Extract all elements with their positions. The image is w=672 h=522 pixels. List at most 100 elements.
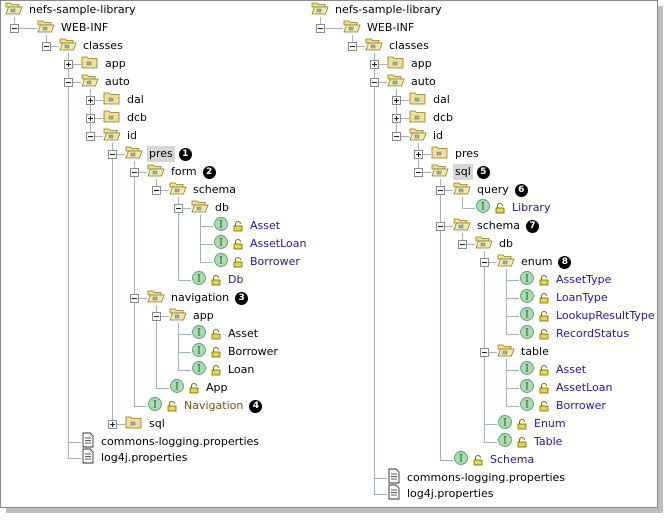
collapse-toggle[interactable]	[108, 150, 117, 159]
closed-folder-icon	[409, 108, 427, 128]
file-icon	[387, 484, 401, 504]
expand-toggle[interactable]	[392, 96, 401, 105]
expand-toggle[interactable]	[86, 114, 95, 123]
tree-node[interactable]: nefs-sample-library	[5, 1, 138, 19]
tree-connector	[178, 208, 191, 209]
expand-toggle[interactable]	[370, 60, 379, 69]
expand-toggle[interactable]	[414, 150, 423, 159]
tree-node[interactable]: app	[387, 55, 434, 73]
collapse-toggle[interactable]	[348, 42, 357, 51]
tree-node[interactable]: app	[81, 55, 128, 73]
collapse-toggle[interactable]	[436, 222, 445, 231]
open-folder-icon	[103, 126, 121, 146]
tree-connector	[506, 316, 519, 317]
lock-icon	[538, 361, 550, 380]
tree-node[interactable]: id	[409, 127, 445, 145]
tree-node[interactable]: commons-logging.properties	[81, 432, 261, 451]
collapse-toggle[interactable]	[42, 42, 51, 51]
tree-node[interactable]: pres	[431, 145, 481, 163]
open-folder-icon	[37, 18, 55, 38]
open-folder-icon	[147, 162, 165, 182]
collapse-toggle[interactable]	[64, 78, 73, 87]
svg-text:I: I	[525, 400, 529, 411]
collapse-toggle[interactable]	[10, 24, 19, 33]
collapse-toggle[interactable]	[436, 186, 445, 195]
svg-text:I: I	[197, 274, 201, 285]
collapse-toggle[interactable]	[174, 204, 183, 213]
svg-text:I: I	[503, 418, 507, 429]
tree-node[interactable]: dal	[409, 91, 452, 109]
tree-node[interactable]: app	[169, 307, 216, 325]
tree-node[interactable]: WEB-INF	[37, 19, 110, 37]
tree-node[interactable]: db	[191, 199, 231, 217]
collapse-toggle[interactable]	[86, 132, 95, 141]
expand-toggle[interactable]	[64, 60, 73, 69]
tree-node[interactable]: dal	[103, 91, 146, 109]
tree-node[interactable]: WEB-INF	[343, 19, 416, 37]
tree-node[interactable]: table	[497, 343, 551, 361]
collapse-toggle[interactable]	[152, 312, 161, 321]
tree-node[interactable]: nefs-sample-library	[311, 1, 444, 19]
expand-toggle[interactable]	[86, 96, 95, 105]
tree-node[interactable]: log4j.properties	[387, 484, 495, 504]
lock-icon	[538, 397, 550, 416]
expand-toggle[interactable]	[392, 114, 401, 123]
lock-icon	[516, 433, 528, 452]
expand-toggle[interactable]	[108, 420, 117, 429]
interface-icon: I	[519, 396, 535, 416]
tree-node[interactable]: id	[103, 127, 139, 145]
collapse-toggle[interactable]	[370, 78, 379, 87]
svg-text:I: I	[525, 364, 529, 375]
callout-number-badge: 5	[476, 165, 490, 179]
tree-node[interactable]: log4j.properties	[81, 448, 189, 467]
tree-node[interactable]: commons-logging.properties	[387, 468, 567, 487]
tree-connector	[46, 46, 59, 47]
tree-node[interactable]: schema	[169, 181, 238, 199]
collapse-toggle[interactable]	[130, 294, 139, 303]
collapse-toggle[interactable]	[130, 168, 139, 177]
tree-node[interactable]: classes	[59, 37, 125, 55]
collapse-toggle[interactable]	[458, 240, 467, 249]
tree-node[interactable]: auto	[81, 73, 132, 91]
collapse-toggle[interactable]	[392, 132, 401, 141]
collapse-toggle[interactable]	[480, 258, 489, 267]
tree-node[interactable]: db	[475, 235, 515, 253]
lock-icon	[538, 379, 550, 398]
collapse-toggle[interactable]	[480, 348, 489, 357]
tree-node[interactable]: dcb	[103, 109, 149, 127]
tree-node[interactable]: auto	[387, 73, 438, 91]
tree-node[interactable]: sql	[125, 415, 167, 433]
tree-node[interactable]: dcb	[409, 109, 455, 127]
collapse-toggle[interactable]	[414, 168, 423, 177]
collapse-toggle[interactable]	[152, 186, 161, 195]
collapse-toggle[interactable]	[316, 24, 325, 33]
tree-node[interactable]: classes	[365, 37, 431, 55]
